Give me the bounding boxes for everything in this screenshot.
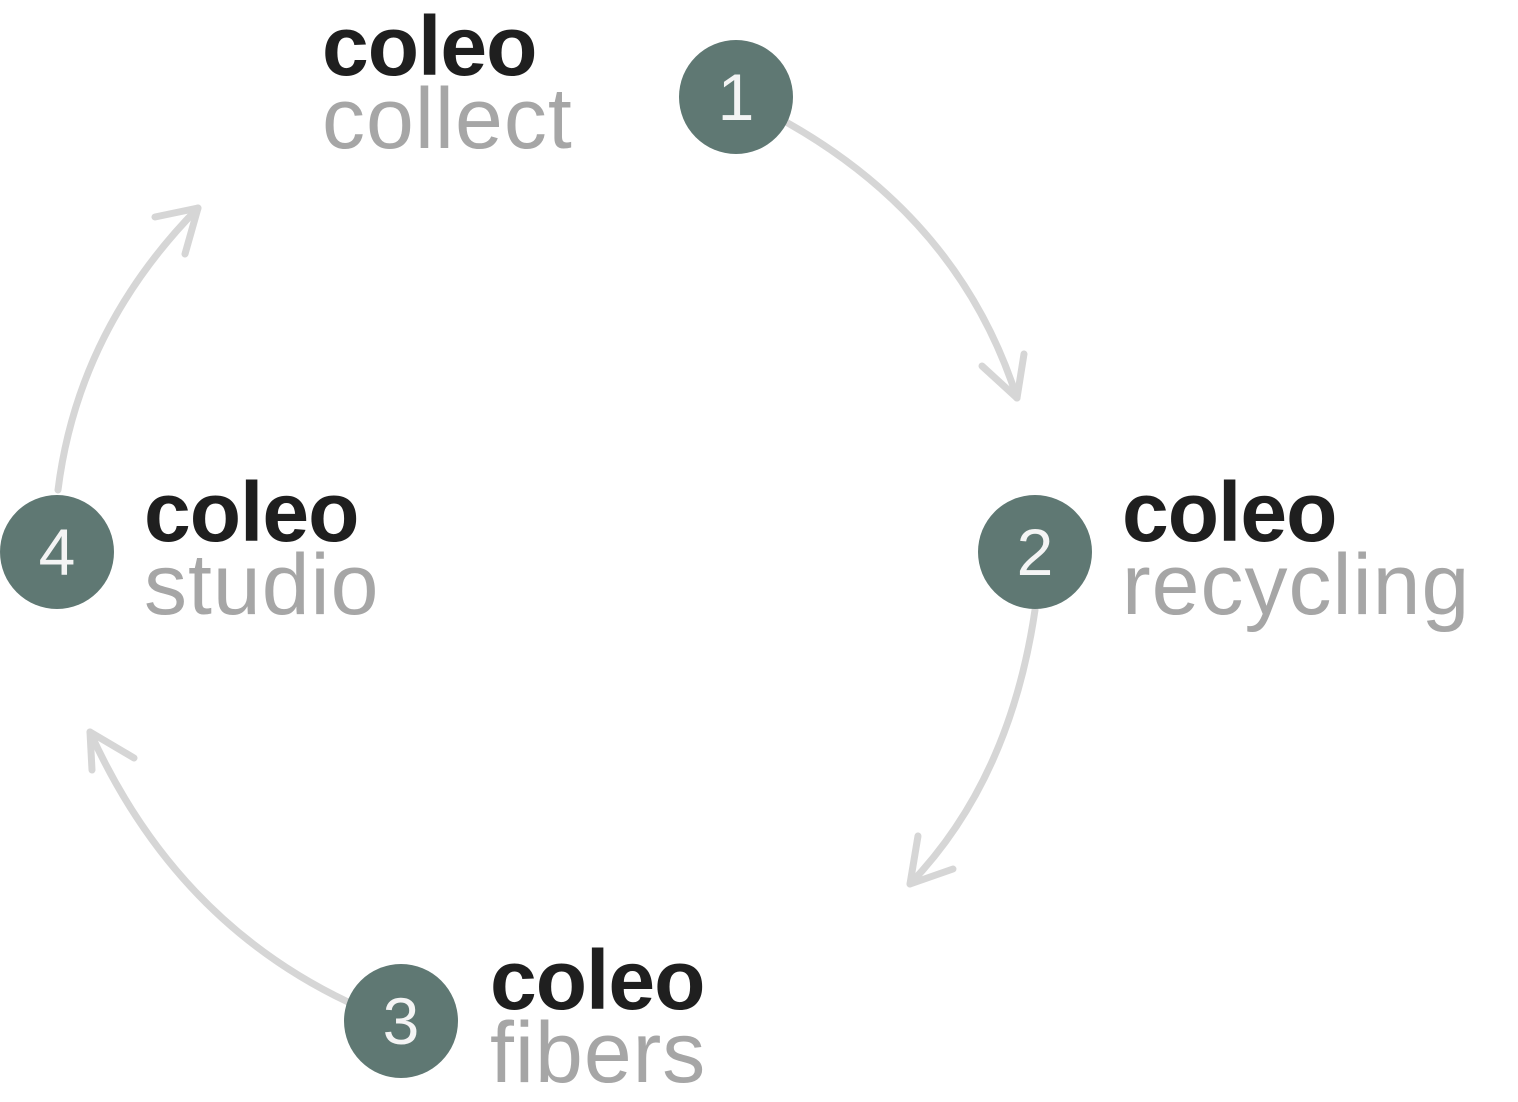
step-4-badge: 4 [0, 495, 114, 609]
arrow-2-to-3-icon [906, 606, 1039, 888]
step-2-brand: coleo [1122, 465, 1337, 559]
step-3-brand: coleo [490, 933, 705, 1027]
step-1-label: collect [322, 71, 573, 167]
arrow-1-to-2-icon [782, 118, 1028, 402]
step-1-badge: 1 [679, 40, 793, 154]
step-2-label: recycling [1122, 537, 1471, 633]
arrow-4-to-1-icon [54, 204, 202, 494]
step-1-brand: coleo [322, 0, 537, 93]
step-3-number: 3 [383, 984, 420, 1058]
arrow-3-to-4-icon [86, 728, 352, 1006]
step-1-number: 1 [718, 60, 755, 134]
step-4-brand: coleo [144, 465, 359, 559]
step-3-label: fibers [490, 1005, 707, 1101]
step-3-badge: 3 [344, 964, 458, 1078]
step-2-badge: 2 [978, 495, 1092, 609]
step-4-label: studio [144, 537, 380, 633]
step-2-number: 2 [1017, 515, 1054, 589]
step-4-number: 4 [39, 515, 76, 589]
